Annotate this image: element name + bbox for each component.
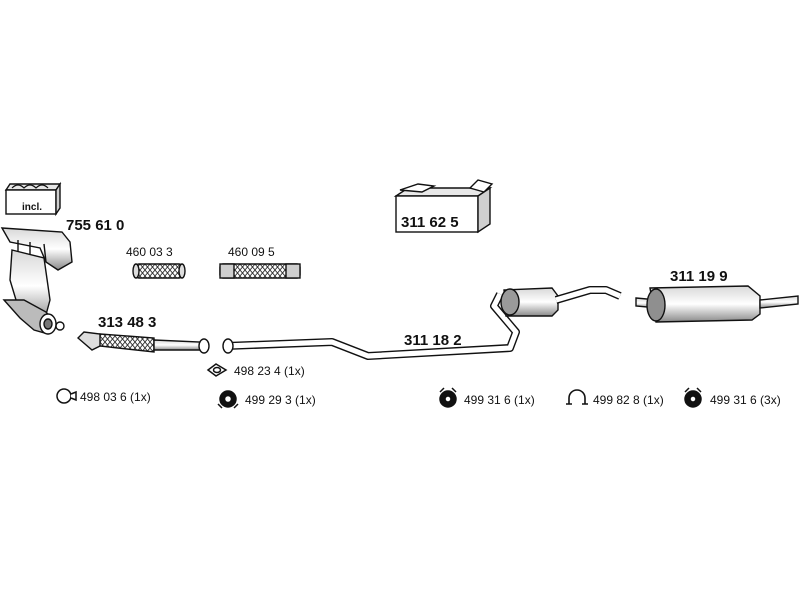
gasket-ring-icon [56, 388, 77, 404]
hardware-mount-a: 499 31 6 (1x) [464, 393, 535, 407]
hardware-flat-gasket: 498 23 4 (1x) [234, 364, 305, 378]
part-number-manifold: 755 61 0 [66, 217, 125, 234]
hardware-mount-b: 499 31 6 (3x) [710, 393, 781, 407]
incl-label: incl. [22, 202, 43, 213]
part-number-flex-a: 460 03 3 [126, 245, 173, 259]
part-number-kit-box: 311 62 5 [401, 214, 459, 231]
part-number-rear-silencer: 311 19 9 [670, 268, 728, 285]
clip-icon [566, 389, 588, 405]
rubber-mount-icon [439, 387, 457, 408]
part-number-middle-section: 311 18 2 [404, 332, 462, 349]
flex-pipe-a [132, 263, 186, 279]
hardware-clamp: 499 29 3 (1x) [245, 393, 316, 407]
flex-pipe-b [219, 263, 301, 279]
hardware-gasket-ring: 498 03 6 (1x) [80, 390, 151, 404]
front-pipe [76, 331, 210, 354]
clamp-icon [217, 390, 239, 409]
part-number-front-pipe: 313 48 3 [98, 314, 157, 331]
rubber-mount-icon-2 [684, 387, 702, 408]
flat-gasket-icon [206, 363, 228, 377]
rear-silencer [635, 285, 799, 323]
exhaust-manifold [0, 227, 73, 335]
part-number-flex-b: 460 09 5 [228, 245, 275, 259]
kit-box [393, 179, 494, 234]
middle-section-pipe [222, 292, 520, 360]
incl-kit-box [4, 181, 62, 217]
middle-silencer [500, 286, 622, 317]
hardware-clip: 499 82 8 (1x) [593, 393, 664, 407]
